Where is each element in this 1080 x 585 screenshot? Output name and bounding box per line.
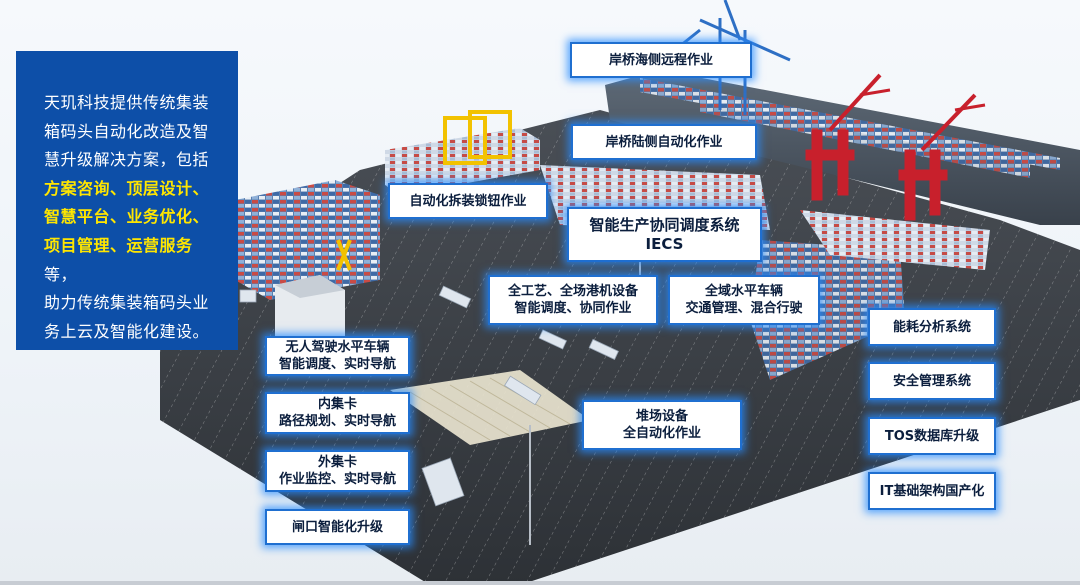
- label-driverless-vehicles: 无人驾驶水平车辆 智能调度、实时导航: [265, 336, 410, 376]
- label-auto-lashing: 自动化拆装锁钮作业: [388, 183, 548, 219]
- intro-line-1: 天玑科技提供传统集装: [44, 89, 224, 118]
- label-outer-truck: 外集卡 作业监控、实时导航: [265, 450, 410, 492]
- label-quay-crane-land-side: 岸桥陆侧自动化作业: [571, 124, 757, 160]
- label-energy-analysis: 能耗分析系统: [868, 308, 996, 346]
- label-safety-management: 安全管理系统: [868, 362, 996, 400]
- intro-line-5: 智慧平台、业务优化、: [44, 203, 224, 232]
- intro-line-4: 方案咨询、顶层设计、: [44, 175, 224, 204]
- intro-line-6: 项目管理、运营服务等，: [44, 232, 224, 289]
- label-iecs-system: 智能生产协同调度系统 IECS: [567, 207, 762, 262]
- label-horizontal-vehicles: 全域水平车辆 交通管理、混合行驶: [668, 275, 820, 325]
- label-it-infrastructure: IT基础架构国产化: [868, 472, 996, 510]
- label-yard-equipment: 堆场设备 全自动化作业: [582, 400, 742, 450]
- intro-line-8: 务上云及智能化建设。: [44, 318, 224, 347]
- intro-line-2: 箱码头自动化改造及智: [44, 118, 224, 147]
- intro-line-7: 助力传统集装箱码头业: [44, 289, 224, 318]
- label-tos-database: TOS数据库升级: [868, 417, 996, 455]
- intro-line-3: 慧升级解决方案，包括: [44, 146, 224, 175]
- bottom-divider: [0, 581, 1080, 585]
- label-inner-truck: 内集卡 路径规划、实时导航: [265, 392, 410, 434]
- intro-panel: 天玑科技提供传统集装 箱码头自动化改造及智 慧升级解决方案，包括 方案咨询、顶层…: [16, 51, 238, 350]
- label-full-process-equipment: 全工艺、全场港机设备 智能调度、协同作业: [488, 275, 658, 325]
- label-quay-crane-sea-side: 岸桥海侧远程作业: [570, 42, 752, 78]
- label-gate-upgrade: 闸口智能化升级: [265, 509, 410, 545]
